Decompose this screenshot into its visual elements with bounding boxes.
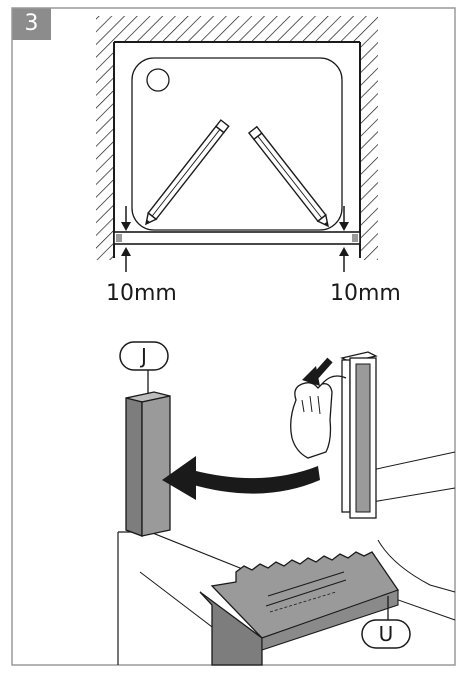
threshold-bar — [113, 231, 361, 245]
pencil-right-icon — [247, 125, 329, 228]
wall-profile-right — [317, 351, 378, 519]
drain-circle — [146, 68, 170, 92]
gap-left-arrows — [121, 206, 131, 272]
hand-icon — [290, 382, 333, 459]
move-arrow-icon — [162, 456, 320, 500]
gap-right-label: 10mm — [330, 281, 401, 306]
part-j-callout: J — [119, 341, 169, 394]
right-wall-hatch — [360, 16, 378, 260]
template-tool-u — [199, 551, 399, 666]
left-wall-hatch — [96, 16, 114, 260]
peel-arrow-icon — [302, 357, 333, 386]
profile-j — [125, 391, 171, 537]
pencil-left-icon — [145, 119, 230, 226]
bottom-install-view: J — [117, 341, 456, 666]
shower-tray — [131, 57, 343, 231]
outer-border — [11, 7, 456, 666]
part-j-label: J — [139, 344, 147, 368]
gap-left-label: 10mm — [106, 281, 177, 306]
gap-right-arrows — [339, 206, 349, 272]
part-u-callout: U — [361, 596, 411, 649]
part-u-label: U — [379, 622, 394, 646]
top-plan-view: 10mm 10mm — [96, 16, 401, 306]
step-number-badge: 3 — [12, 8, 51, 40]
top-wall-hatch — [114, 16, 360, 42]
